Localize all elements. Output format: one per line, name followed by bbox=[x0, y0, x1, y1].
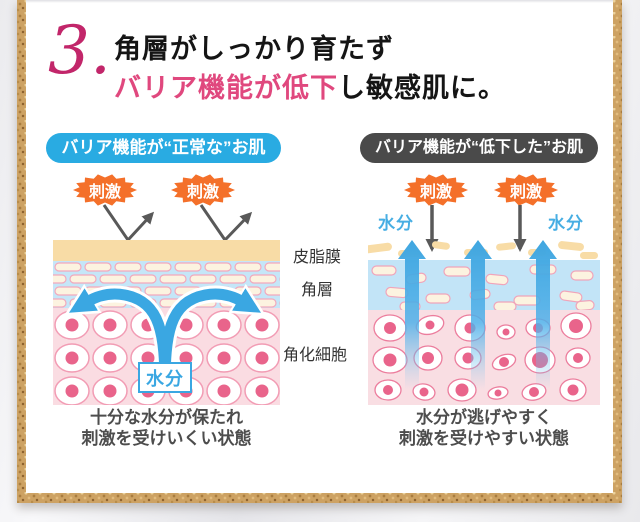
stimulus-bounce-arrows-icon bbox=[102, 204, 253, 243]
sebum-layer bbox=[53, 240, 280, 261]
badge-normal-skin: バリア機能が“正常な”お肌 bbox=[46, 133, 281, 163]
section-number: 3. bbox=[48, 12, 111, 89]
caption-line: 刺激を受けやすい状態 bbox=[399, 429, 569, 448]
keratinocytes-label: 角化細胞 bbox=[283, 347, 348, 364]
caption-line: 十分な水分が保たれ bbox=[90, 408, 243, 427]
title-line-1: 角層がしっかり育たず bbox=[114, 34, 394, 64]
damaged-skin-diagram bbox=[368, 240, 600, 405]
cork-frame: 3. 角層がしっかり育たず バリア機能が低下し敏感肌に。 バリア機能が“正常な”… bbox=[17, 0, 622, 503]
caption-line: 水分が逃げやすく bbox=[416, 408, 552, 427]
sebum-layer-label: 皮脂膜 bbox=[293, 249, 342, 266]
title-rest: し敏感肌に。 bbox=[338, 73, 506, 103]
moisture-label: 水分 bbox=[548, 214, 584, 233]
damaged-skin-caption: 水分が逃げやすく 刺激を受けやすい状態 bbox=[368, 407, 600, 449]
stimulus-burst-icon: 刺激 bbox=[493, 174, 559, 206]
normal-skin-diagram bbox=[53, 240, 280, 405]
stimulus-penetrate-arrows-icon bbox=[425, 205, 527, 252]
badge-low-barrier-skin: バリア機能が“低下した”お肌 bbox=[360, 133, 598, 163]
moisture-box-label: 水分 bbox=[138, 362, 192, 393]
caption-line: 刺激を受けいくい状態 bbox=[81, 429, 252, 448]
stratum-corneum-label: 角層 bbox=[301, 282, 334, 299]
moisture-escape-arrows-icon bbox=[398, 240, 557, 390]
moisture-label: 水分 bbox=[378, 214, 414, 233]
title-line-2: バリア機能が低下し敏感肌に。 bbox=[114, 66, 506, 105]
stimulus-burst-icon: 刺激 bbox=[403, 174, 469, 206]
normal-skin-caption: 十分な水分が保たれ 刺激を受けいくい状態 bbox=[53, 407, 280, 449]
title-highlight: バリア機能が低下 bbox=[114, 73, 338, 103]
moisture-fountain-arrow-icon bbox=[63, 283, 267, 389]
infographic-card: 3. 角層がしっかり育たず バリア機能が低下し敏感肌に。 バリア機能が“正常な”… bbox=[26, 0, 613, 493]
